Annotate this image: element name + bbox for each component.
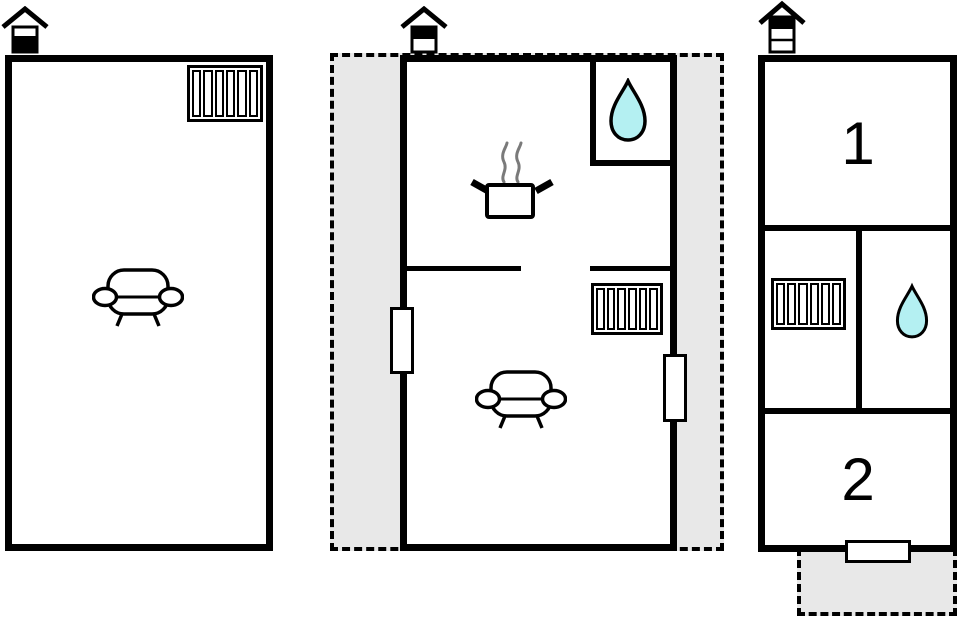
- room-label-1: 1: [765, 62, 951, 225]
- entrance-icon: [1, 6, 49, 54]
- radiator-icon: [187, 65, 263, 122]
- bathroom-wall-horizontal: [590, 160, 671, 166]
- room-2-number: 2: [841, 445, 875, 513]
- sofa-icon: [92, 268, 184, 327]
- radiator-icon: [771, 278, 846, 330]
- sofa-icon: [475, 370, 567, 429]
- window-right: [663, 354, 687, 422]
- interior-wall-right-segment: [590, 266, 671, 271]
- room-label-2: 2: [765, 414, 951, 544]
- door-opening: [845, 540, 911, 563]
- room-1-number: 1: [841, 110, 875, 177]
- terrace-right: [797, 548, 957, 616]
- entrance-icon: [758, 0, 806, 54]
- bathroom-wall-vertical: [590, 60, 596, 166]
- interior-wall-vertical: [856, 225, 862, 414]
- water-drop-icon: [895, 282, 929, 339]
- radiator-icon: [591, 283, 663, 335]
- interior-wall-left-segment: [405, 266, 521, 271]
- steaming-pot-icon: [470, 141, 554, 219]
- window-left: [390, 307, 414, 374]
- entrance-icon: [400, 6, 448, 54]
- water-drop-icon: [609, 78, 647, 142]
